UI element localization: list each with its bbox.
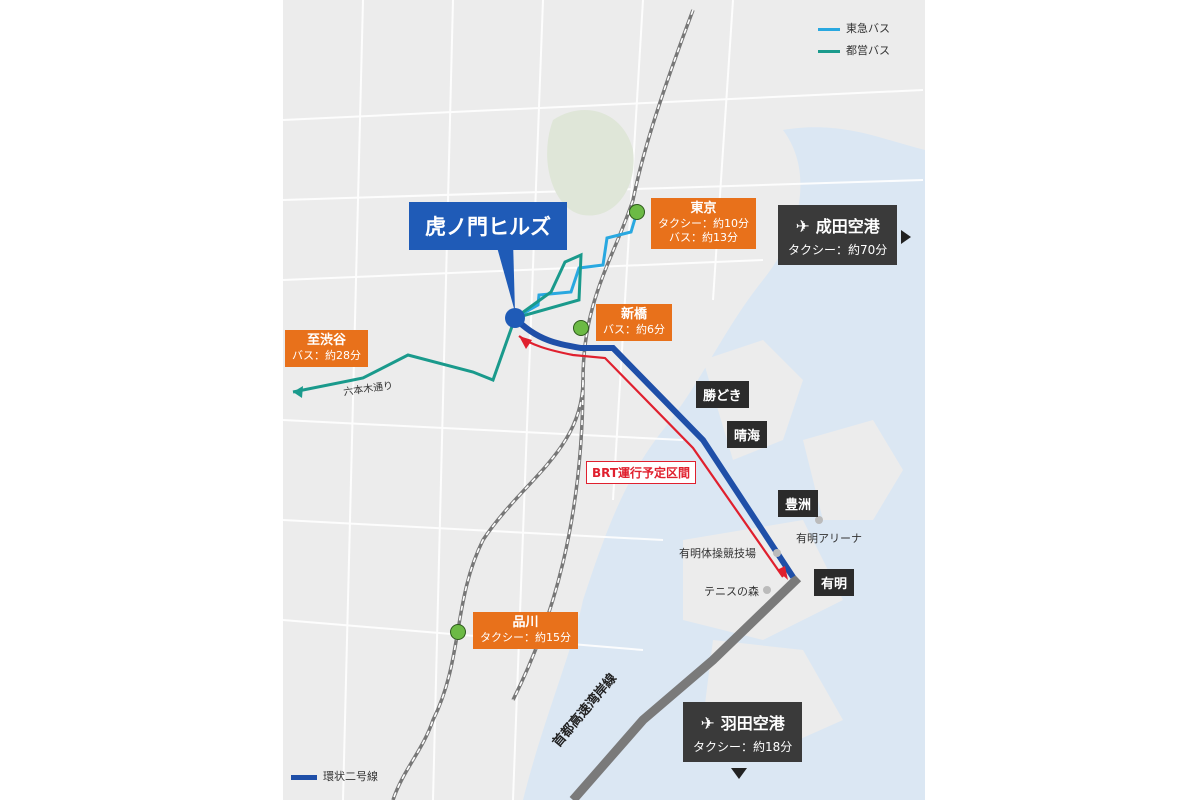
ariake-gym-dot: [773, 549, 781, 557]
airplane-icon: ✈: [795, 217, 810, 237]
toyosu-label: 豊洲: [778, 490, 819, 517]
toranomon-hills-dot: [505, 308, 525, 328]
shinagawa-station-dot: [450, 624, 466, 640]
brt-arrow-head-b: [777, 566, 788, 580]
imperial-palace-green: [547, 110, 634, 216]
tennis-forest-dot: [763, 586, 771, 594]
shinagawa-station-label: 品川タクシー：約15分: [473, 612, 578, 649]
triangle-right-icon: [901, 230, 911, 244]
tokyo-station-label: 東京タクシー：約10分バス：約13分: [651, 198, 756, 249]
kanjo-2-route: [512, 315, 796, 579]
brt-section-label: BRT運行予定区間: [586, 461, 697, 484]
shimbashi-station-dot: [573, 320, 589, 336]
ariake-gym-text: 有明体操競技場: [679, 547, 756, 560]
shibuya-label: 至渋谷バス：約28分: [285, 330, 368, 367]
ariake-arena-text: 有明アリーナ: [796, 532, 862, 545]
ariake-arena-dot: [815, 516, 823, 524]
ariake-label: 有明: [814, 569, 855, 596]
map-base: [283, 0, 925, 800]
tennis-forest-text: テニスの森: [704, 585, 759, 598]
toranomon-hills-label: 虎ノ門ヒルズ: [409, 202, 567, 250]
toei-bus-route: [292, 252, 583, 394]
brt-arrow-head-a: [519, 336, 532, 349]
bayshore-expressway: [569, 574, 802, 800]
toei-arrow-head: [293, 386, 303, 398]
triangle-down-icon: [731, 768, 747, 779]
narita-airport-label: ✈成田空港 タクシー：約70分: [778, 205, 898, 265]
legend-tokyu: 東急バス: [818, 20, 890, 36]
tokyo-station-dot: [629, 204, 645, 220]
ariake-island: [683, 520, 843, 640]
legend-toei: 都営バス: [818, 42, 890, 58]
haneda-airport-label: ✈羽田空港 タクシー：約18分: [683, 702, 803, 762]
legend-kanjo-2: 環状二号線: [291, 768, 378, 784]
tokyo-bay-water: [523, 127, 925, 800]
airplane-icon: ✈: [700, 714, 715, 734]
hills-pointer: [495, 240, 515, 312]
route-map: 東急バス 都営バス 虎ノ門ヒルズ 東京タクシー：約10分バス：約13分 新橋バス…: [283, 0, 925, 800]
kachidoki-label: 勝どき: [696, 381, 749, 408]
harumi-label: 晴海: [727, 421, 768, 448]
toyosu-island: [803, 420, 903, 520]
shimbashi-station-label: 新橋バス：約6分: [596, 304, 672, 341]
